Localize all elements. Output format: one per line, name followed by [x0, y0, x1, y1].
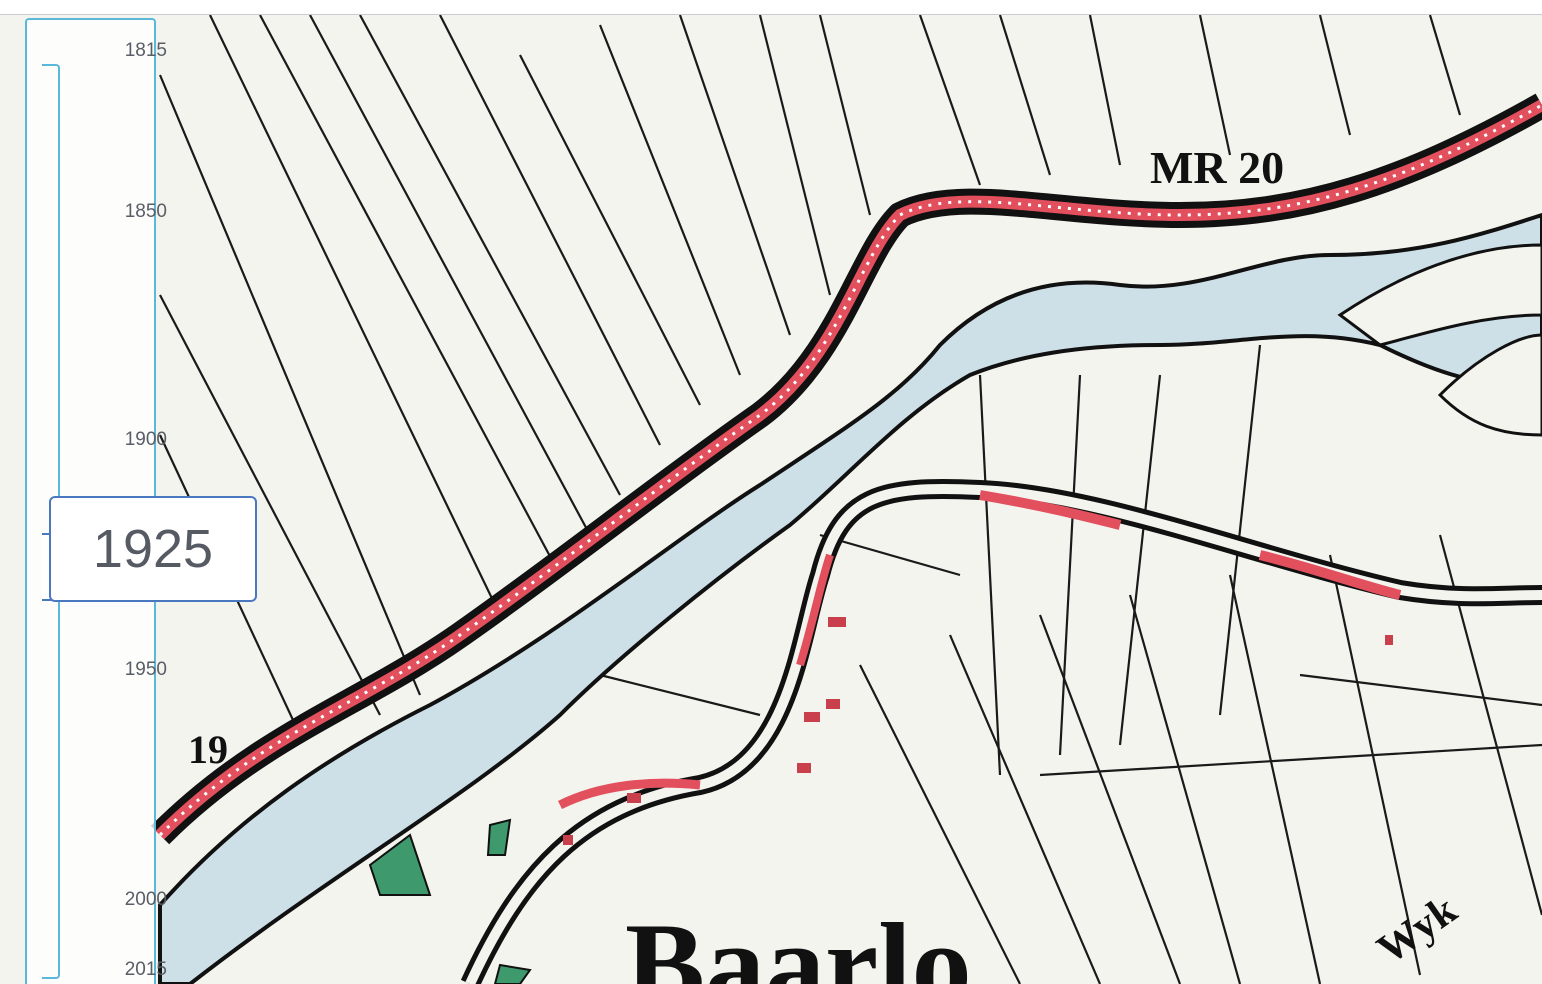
label-19: 19	[188, 727, 228, 772]
tick-1850[interactable]: 1850	[124, 201, 167, 222]
buildings	[563, 617, 1393, 845]
tick-2000[interactable]: 2000	[124, 889, 167, 910]
river	[158, 212, 1542, 984]
label-baarlo: Baarlo	[625, 898, 972, 984]
green-areas	[368, 818, 532, 984]
river-island	[1337, 243, 1542, 347]
map-canvas[interactable]: MR 20 19 Baarlo Wyk	[0, 15, 1542, 984]
secondary-red-4	[796, 553, 834, 667]
label-mr-20: MR 20	[1150, 142, 1284, 193]
dike-road	[155, 99, 1542, 840]
field-lines	[158, 15, 1542, 984]
tick-1900[interactable]: 1900	[124, 429, 167, 450]
selected-year-display: 1925	[49, 496, 257, 602]
historical-map[interactable]: MR 20 19 Baarlo Wyk	[0, 15, 1542, 984]
river-island-2	[1437, 333, 1542, 437]
tick-2015[interactable]: 2015	[124, 959, 167, 980]
tick-1950[interactable]: 1950	[124, 659, 167, 680]
tick-1815[interactable]: 1815	[124, 40, 167, 61]
secondary-red-2	[1258, 550, 1402, 600]
top-bar	[0, 0, 1542, 15]
secondary-red-1	[979, 490, 1122, 530]
secondary-red-3	[557, 778, 701, 810]
